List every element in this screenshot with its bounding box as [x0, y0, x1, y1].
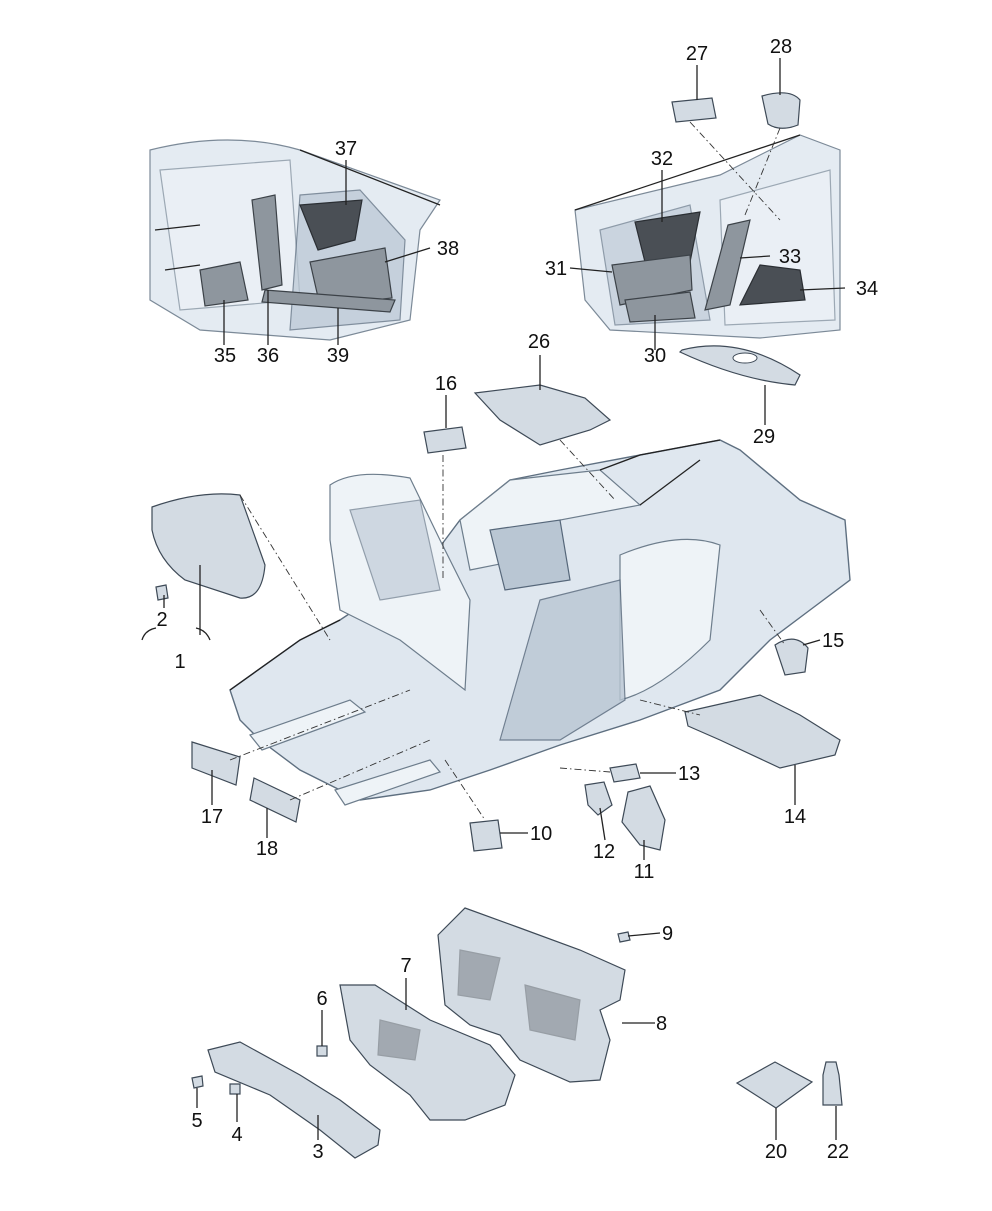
insulation-plate-17 — [191, 741, 241, 786]
callout-29: 29 — [753, 426, 775, 448]
callout-2: 2 — [156, 609, 167, 631]
callout-5: 5 — [191, 1110, 202, 1132]
callout-39: 39 — [327, 345, 349, 367]
roof-insulation-26 — [473, 384, 612, 446]
callout-31: 31 — [545, 258, 567, 280]
callout-12: 12 — [593, 841, 615, 863]
plenum-insulation-3 — [207, 1041, 381, 1159]
front-longitudinal-member-right — [334, 759, 442, 806]
callout-6: 6 — [316, 988, 327, 1010]
callout-labels: 1 2 3 4 5 6 7 8 9 10 11 12 13 14 15 16 1… — [156, 36, 878, 1163]
insulation-part-33 — [704, 219, 751, 311]
rear-left-compartment-inset — [149, 139, 441, 341]
callout-38: 38 — [437, 238, 459, 260]
car-body-shell — [229, 439, 851, 801]
callout-35: 35 — [214, 345, 236, 367]
insulation-block-27 — [671, 97, 717, 123]
insulation-block-16 — [423, 426, 467, 454]
callout-27: 27 — [686, 43, 708, 65]
floor-mat-29 — [678, 345, 801, 386]
callout-15: 15 — [822, 630, 844, 652]
callout-20: 20 — [765, 1141, 787, 1163]
dash-panel-insulation-7 — [339, 984, 516, 1121]
insulation-part-31 — [611, 254, 693, 306]
insulation-part-39 — [261, 289, 396, 313]
insulation-part-11 — [621, 785, 666, 851]
mat-hole — [732, 352, 758, 364]
front-longitudinal-member-left — [249, 699, 367, 751]
callout-1: 1 — [174, 651, 185, 673]
callout-37: 37 — [335, 138, 357, 160]
insulation-part-37 — [299, 199, 363, 251]
callout-34: 34 — [856, 278, 878, 300]
callout-32: 32 — [651, 148, 673, 170]
insulation-engine-compartment-1 — [151, 493, 266, 599]
callout-30: 30 — [644, 345, 666, 367]
callout-4: 4 — [231, 1124, 242, 1146]
callout-9: 9 — [662, 923, 673, 945]
screw-9 — [617, 931, 631, 943]
clip-2 — [155, 584, 169, 601]
bracket-12 — [584, 781, 613, 816]
insulation-part-34 — [738, 264, 806, 306]
callout-7: 7 — [400, 955, 411, 977]
callout-26: 26 — [528, 331, 550, 353]
insulation-part-30 — [624, 291, 696, 323]
callout-14: 14 — [784, 806, 806, 828]
grommet-6 — [316, 1045, 328, 1057]
callout-22: 22 — [827, 1141, 849, 1163]
callout-36: 36 — [257, 345, 279, 367]
floor-insulation-14 — [684, 694, 841, 769]
leader-lines — [141, 58, 846, 1140]
insulation-cap-28 — [761, 92, 801, 129]
callout-3: 3 — [312, 1141, 323, 1163]
callout-8: 8 — [656, 1013, 667, 1035]
insulation-block-10 — [469, 819, 503, 852]
insulation-part-15 — [774, 638, 809, 676]
adhesive-bottle-22 — [822, 1061, 843, 1106]
callout-10: 10 — [530, 823, 552, 845]
clip-5 — [191, 1075, 204, 1089]
insulation-part-38 — [309, 247, 393, 307]
callout-11: 11 — [634, 861, 655, 883]
callout-18: 18 — [256, 838, 278, 860]
sound-absorbing-mat-20 — [735, 1061, 814, 1109]
callout-13: 13 — [678, 763, 700, 785]
insulation-plate-18 — [249, 777, 301, 823]
callout-28: 28 — [770, 36, 792, 58]
insulation-part-36 — [251, 194, 283, 291]
callout-17: 17 — [201, 806, 223, 828]
bulkhead-insulation-8 — [437, 907, 626, 1083]
callout-16: 16 — [435, 373, 457, 395]
insulation-part-35 — [199, 261, 249, 307]
callout-33: 33 — [779, 246, 801, 268]
insulation-part-13 — [609, 763, 641, 783]
grommet-4 — [229, 1083, 241, 1095]
